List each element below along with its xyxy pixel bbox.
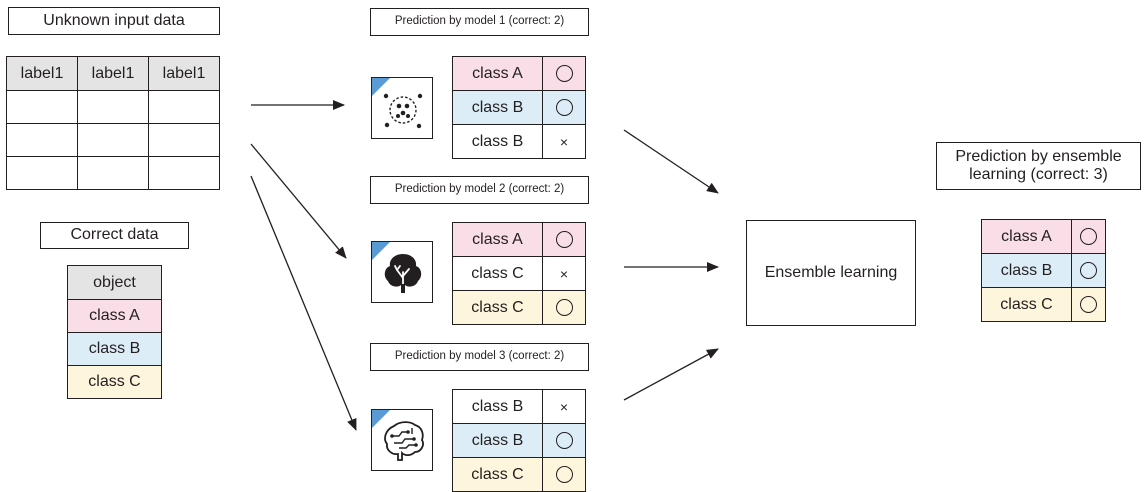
clustering-icon — [383, 93, 423, 129]
arrow-input-to-model2 — [250, 143, 347, 259]
correct-title: Correct data — [40, 222, 189, 249]
arrow-input-to-model3 — [250, 175, 357, 431]
prediction-label: class B — [452, 423, 543, 458]
corner-marker — [372, 78, 390, 96]
input-cell — [6, 123, 78, 157]
wrong-mark: × — [542, 124, 586, 159]
prediction-label: class C — [452, 457, 543, 492]
correct-table: object class A class B class C — [67, 265, 162, 399]
input-cell — [148, 156, 220, 190]
model1-title: Prediction by model 1 (correct: 2) — [370, 8, 589, 36]
correct-header: object — [67, 265, 162, 300]
correct-mark — [542, 457, 586, 492]
model3-icon-box — [371, 409, 433, 471]
input-cell — [77, 156, 149, 190]
result-label: class A — [981, 219, 1072, 254]
model2-title: Prediction by model 2 (correct: 2) — [370, 176, 589, 204]
result-table: class A class B class C — [981, 219, 1106, 322]
input-title: Unknown input data — [8, 7, 220, 35]
corner-marker — [372, 242, 390, 260]
prediction-label: class A — [452, 222, 543, 257]
input-cell — [148, 123, 220, 157]
input-cell — [77, 123, 149, 157]
result-label: class B — [981, 253, 1072, 288]
result-label: class C — [981, 287, 1072, 322]
wrong-mark: × — [542, 389, 586, 424]
prediction-label: class A — [452, 56, 543, 91]
input-header: label1 — [77, 56, 149, 91]
correct-row: class C — [67, 365, 162, 399]
input-cell — [6, 90, 78, 124]
model2-table: class A class C × class C — [452, 222, 586, 325]
prediction-label: class C — [452, 290, 543, 325]
input-header: label1 — [148, 56, 220, 91]
input-table: label1 label1 label1 — [6, 56, 220, 190]
correct-mark — [542, 290, 586, 325]
prediction-label: class B — [452, 124, 543, 159]
neural-brain-icon — [384, 421, 424, 461]
corner-marker — [372, 410, 390, 428]
result-title: Prediction by ensemble learning (correct… — [936, 142, 1141, 190]
arrow-model3-to-ensemble — [623, 348, 719, 401]
prediction-label: class C — [452, 256, 543, 291]
input-header: label1 — [6, 56, 78, 91]
correct-mark — [542, 90, 586, 125]
model3-title: Prediction by model 3 (correct: 2) — [370, 343, 589, 371]
correct-row: class B — [67, 332, 162, 366]
correct-mark — [1071, 287, 1106, 322]
correct-mark — [1071, 253, 1106, 288]
input-cell — [6, 156, 78, 190]
model3-table: class B × class B class C — [452, 389, 586, 492]
model1-table: class A class B class B × — [452, 56, 586, 159]
model2-icon-box — [371, 241, 433, 303]
correct-mark — [542, 423, 586, 458]
correct-row: class A — [67, 299, 162, 333]
correct-mark — [542, 56, 586, 91]
correct-mark — [542, 222, 586, 257]
model1-icon-box — [371, 77, 433, 139]
prediction-label: class B — [452, 389, 543, 424]
arrow-model1-to-ensemble — [623, 129, 719, 194]
decision-tree-icon — [384, 254, 422, 293]
wrong-mark: × — [542, 256, 586, 291]
input-cell — [148, 90, 220, 124]
correct-mark — [1071, 219, 1106, 254]
ensemble-box: Ensemble learning — [746, 220, 916, 326]
prediction-label: class B — [452, 90, 543, 125]
input-cell — [77, 90, 149, 124]
